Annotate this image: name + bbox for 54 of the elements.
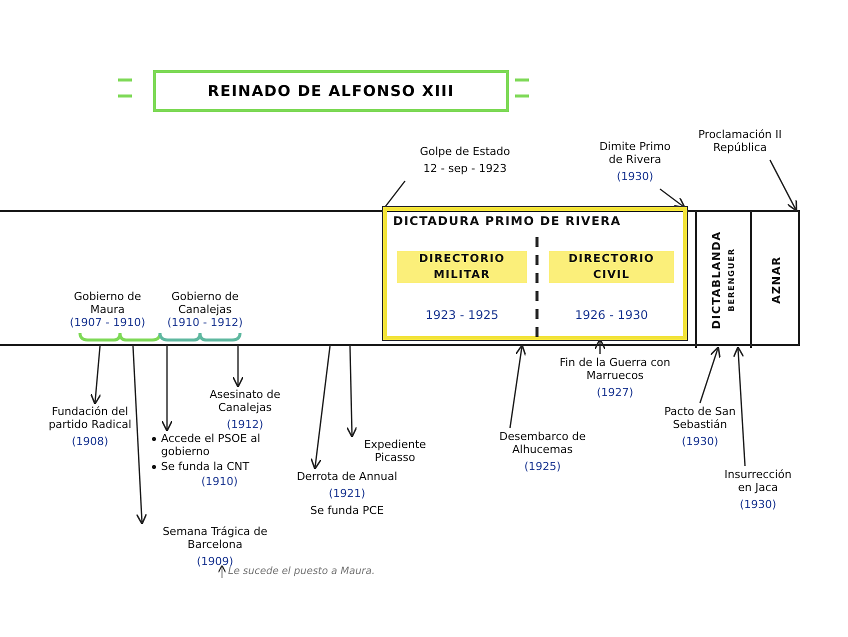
period-label: DIRECTORIO CIVIL xyxy=(549,251,674,283)
period-label: AZNAR xyxy=(770,256,782,304)
date-text: (1925) xyxy=(523,460,562,473)
date-text: 1926 - 1930 xyxy=(574,309,648,322)
arrow xyxy=(132,346,148,525)
event-text: Dimite Primo de Rivera xyxy=(598,140,672,166)
period-title: DICTADURA PRIMO DE RIVERA xyxy=(392,213,622,230)
arrow xyxy=(594,338,606,354)
arrow xyxy=(310,346,331,470)
event-text: Se funda PCE xyxy=(309,504,385,517)
group-label: Gobierno de Maura xyxy=(72,290,142,316)
event-text: Semana Trágica de Barcelona xyxy=(162,525,268,551)
event-text: Fundación del partido Radical xyxy=(48,405,132,431)
period-label: BERENGUER xyxy=(726,248,736,312)
title: REINADO DE ALFONSO XIII xyxy=(153,70,509,112)
arrow xyxy=(509,344,526,428)
event-text: 12 - sep - 1923 xyxy=(422,162,508,175)
event-text: Golpe de Estado xyxy=(418,145,512,158)
event-text: Insurrección en Jaca xyxy=(723,468,793,494)
date-text: (1908) xyxy=(70,435,110,448)
arrow xyxy=(232,346,244,388)
date-text: (1930) xyxy=(680,435,720,448)
date-text: (1912) xyxy=(226,418,264,431)
event-text: Derrota de Annual xyxy=(296,470,398,483)
event-text: Asesinato de Canalejas xyxy=(208,388,282,414)
period-box xyxy=(383,207,687,340)
note-text: Le sucede el puesto a Maura. xyxy=(228,566,376,578)
period-label: DIRECTORIO MILITAR xyxy=(397,251,527,283)
date-text: (1910) xyxy=(200,475,239,488)
arrow xyxy=(161,346,173,432)
event-text: Proclamación II República xyxy=(697,128,783,154)
date-text: (1930) xyxy=(738,498,778,511)
event-text: Fin de la Guerra con Marruecos xyxy=(558,356,672,382)
arrow xyxy=(699,346,721,404)
event-text: Se funda la CNT xyxy=(161,460,250,473)
arrow xyxy=(769,160,798,212)
date-text: (1921) xyxy=(328,487,366,500)
date-text: (1930) xyxy=(616,170,654,183)
event-text: Desembarco de Alhucemas xyxy=(498,430,587,456)
period-label: DICTABLANDA xyxy=(710,230,722,330)
arrow xyxy=(346,346,358,438)
date-text: (1910 - 1912) xyxy=(166,316,244,329)
date-text: (1907 - 1910) xyxy=(68,316,146,329)
event-text: Expediente Picasso xyxy=(362,438,428,464)
date-text: 1923 - 1925 xyxy=(425,309,499,322)
arrow xyxy=(732,346,746,466)
event-text: Pacto de San Sebastián xyxy=(663,405,737,431)
date-text: (1927) xyxy=(596,386,634,399)
event-text: Accede el PSOE al gobierno xyxy=(161,432,262,458)
date-text: (1909) xyxy=(196,555,234,568)
group-label: Gobierno de Canalejas xyxy=(170,290,240,316)
arrow xyxy=(660,188,686,208)
connector-line xyxy=(384,180,406,208)
arrow xyxy=(90,346,102,405)
